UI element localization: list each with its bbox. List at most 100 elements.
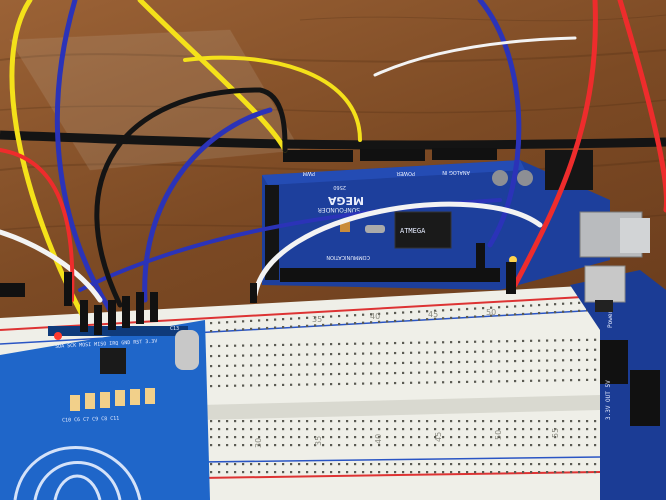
bb-hole — [562, 444, 565, 447]
bb-hole — [530, 349, 533, 352]
bb-hole — [594, 444, 597, 447]
bb-hole — [282, 353, 285, 357]
bb-hole — [410, 341, 413, 344]
bb-hole — [370, 436, 373, 439]
bb-hole — [266, 428, 269, 431]
bb-hole — [402, 381, 405, 385]
bb-hole — [354, 436, 357, 439]
bb-hole — [298, 428, 301, 431]
bb-hole — [562, 302, 565, 305]
bb-hole — [578, 420, 581, 423]
bb-hole — [474, 380, 477, 383]
bb-hole — [378, 312, 381, 315]
bb-hole — [354, 314, 357, 317]
bb-hole — [298, 353, 301, 356]
bb-hole — [466, 340, 469, 343]
bb-hole — [330, 323, 333, 326]
bb-hole — [442, 361, 445, 364]
bb-hole — [274, 420, 277, 423]
bb-hole — [250, 327, 253, 330]
bb-hole — [586, 428, 589, 431]
bb-hole — [250, 354, 253, 357]
bb-hole — [538, 303, 541, 307]
bb-hole — [402, 351, 405, 355]
bb-hole — [458, 428, 461, 431]
bb-hole — [578, 444, 581, 447]
header-top-left — [283, 150, 353, 162]
bb-hole — [250, 384, 253, 387]
bb-hole — [258, 471, 261, 474]
bb-hole — [402, 471, 405, 474]
bb-hole — [442, 428, 445, 431]
rfid-crystal — [175, 330, 199, 370]
comm-label: COMMUNICATION — [326, 254, 370, 260]
bb-hole — [514, 379, 517, 383]
bb-hole — [314, 373, 317, 376]
bb-hole — [434, 341, 437, 344]
header-top-right — [432, 148, 497, 160]
bb-hole — [570, 420, 573, 423]
bb-hole — [498, 428, 501, 431]
bb-hole — [386, 320, 389, 323]
bb-hole — [386, 463, 389, 466]
bb-hole — [498, 350, 501, 353]
bb-hole — [226, 344, 229, 347]
bb-hole — [506, 370, 509, 373]
bb-hole — [434, 428, 437, 431]
bb-hole — [362, 471, 365, 474]
bb-hole — [498, 360, 501, 363]
bb-hole — [546, 349, 549, 352]
bb-hole — [458, 308, 461, 311]
bb-hole — [554, 303, 557, 306]
bb-hole — [458, 420, 461, 423]
bb-hole — [514, 420, 517, 423]
bb-hole — [306, 363, 309, 366]
bb-hole — [314, 324, 317, 327]
bb-hole — [442, 351, 445, 354]
bb-hole — [530, 428, 533, 431]
bb-hole — [514, 444, 517, 447]
wire-red-3 — [0, 148, 75, 302]
bb-hole — [218, 344, 221, 348]
bb-hole — [578, 378, 581, 382]
bb-hole — [530, 312, 533, 315]
bb-hole — [474, 420, 477, 423]
bb-hole — [370, 321, 373, 324]
bb-hole — [546, 463, 549, 466]
bb-hole — [234, 420, 237, 423]
bb-hole — [514, 471, 517, 474]
bb-hole — [338, 428, 341, 431]
bb-hole — [426, 428, 429, 431]
bb-hole — [490, 428, 493, 431]
bb-hole — [426, 310, 429, 313]
bb-hole — [330, 428, 333, 431]
bb-hole — [266, 344, 269, 347]
bb-hole — [570, 349, 573, 352]
bb-hole — [346, 382, 349, 385]
bb-hole — [322, 353, 325, 356]
bb-hole — [466, 315, 469, 319]
bb-hole — [378, 320, 381, 323]
bb-hole — [442, 381, 445, 384]
bb-hole — [514, 305, 517, 308]
bb-hole — [378, 420, 381, 423]
bb-hole — [370, 428, 373, 431]
bb-hole — [522, 420, 525, 423]
bb-hole — [250, 471, 253, 474]
bb-hole — [210, 444, 213, 447]
bb-hole — [546, 444, 549, 447]
bb-hole — [282, 436, 285, 439]
bb-hole — [242, 444, 245, 447]
wire-white-3 — [373, 36, 577, 77]
bb-hole — [242, 436, 245, 439]
bb-hole — [490, 360, 493, 363]
bb-hole — [554, 311, 557, 314]
bb-hole — [250, 436, 253, 439]
plastic-sheet — [9, 29, 301, 171]
power-module-text: Power — [607, 310, 614, 328]
bb-hole — [394, 444, 397, 447]
bb-hole — [234, 444, 237, 447]
bb-hole — [410, 361, 413, 364]
bb-hole — [458, 360, 461, 364]
bb-hole — [586, 358, 589, 361]
